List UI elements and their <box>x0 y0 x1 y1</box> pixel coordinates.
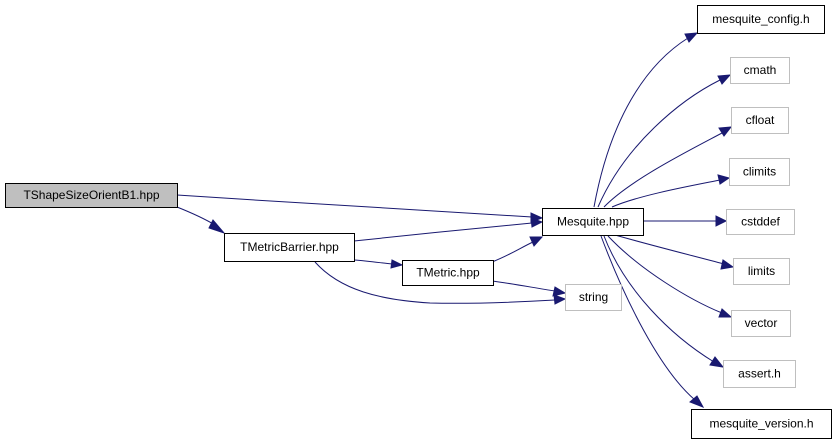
node-box-cfloat <box>731 107 789 134</box>
node-climits: climits <box>729 158 790 186</box>
node-cfloat: cfloat <box>731 107 789 134</box>
node-mesq[interactable]: Mesquite.hpp <box>542 208 644 236</box>
arrowhead-tm-string <box>552 286 567 297</box>
node-box-assert <box>723 360 796 388</box>
edge-tm-mesq <box>491 241 534 263</box>
node-label-string: string <box>579 290 608 304</box>
arrowhead-mesq-cmath <box>717 74 732 85</box>
node-cmath: cmath <box>730 57 790 84</box>
node-box-tshape <box>5 183 178 208</box>
node-label-tm: TMetric.hpp <box>416 266 480 280</box>
edge-mesq-cmath <box>597 79 721 208</box>
arrowhead-mesq-mconf <box>684 32 699 43</box>
node-box-cmath <box>730 57 790 84</box>
arrowhead-tshape-tmb <box>208 219 226 235</box>
edge-tshape-mesq <box>176 194 533 218</box>
edge-mesq-mconf <box>593 37 689 208</box>
node-box-tm <box>402 260 494 286</box>
node-label-limits: limits <box>748 264 775 278</box>
node-tshape[interactable]: TShapeSizeOrientB1.hpp <box>5 183 178 208</box>
node-box-tmb <box>224 233 355 262</box>
node-assert: assert.h <box>723 360 796 388</box>
node-box-mconf <box>697 5 825 34</box>
node-box-string <box>565 284 622 311</box>
node-box-cstddef <box>726 209 795 235</box>
node-box-limits <box>733 258 790 285</box>
arrowhead-tmb-string <box>553 294 567 305</box>
node-box-vector <box>731 310 791 337</box>
node-tmb[interactable]: TMetricBarrier.hpp <box>224 233 355 262</box>
arrowhead-tmb-mesq <box>530 217 544 228</box>
node-label-mver: mesquite_version.h <box>709 417 813 431</box>
arrowhead-mesq-climits <box>717 174 731 185</box>
node-label-assert: assert.h <box>738 367 781 381</box>
node-tm[interactable]: TMetric.hpp <box>402 260 494 286</box>
arrowhead-tmb-tm <box>390 259 404 269</box>
edge-mesq-climits <box>611 179 721 208</box>
node-label-cmath: cmath <box>744 63 777 77</box>
edge-mesq-limits <box>614 234 725 265</box>
arrowhead-mesq-mver <box>689 395 705 408</box>
node-limits: limits <box>733 258 790 285</box>
node-box-climits <box>729 158 790 186</box>
arrowhead-mesq-cstddef <box>715 215 728 227</box>
edge-mesq-mver <box>600 235 696 401</box>
edge-mesq-cfloat <box>603 132 723 208</box>
arrowhead-mesq-assert <box>709 356 725 368</box>
arrowhead-mesq-cfloat <box>718 126 733 137</box>
node-label-climits: climits <box>743 165 776 179</box>
node-box-mesq <box>542 208 644 236</box>
edge-mesq-vector <box>607 235 723 314</box>
edge-tmb-string <box>314 261 556 304</box>
node-label-tmb: TMetricBarrier.hpp <box>240 240 339 254</box>
node-mver[interactable]: mesquite_version.h <box>691 409 832 439</box>
edge-tshape-tmb <box>176 206 216 226</box>
node-string: string <box>565 284 622 311</box>
edges-layer <box>176 32 735 408</box>
node-mconf[interactable]: mesquite_config.h <box>697 5 825 34</box>
edge-tmb-mesq <box>353 222 533 242</box>
node-vector: vector <box>731 310 791 337</box>
node-cstddef: cstddef <box>726 209 795 235</box>
arrowhead-mesq-limits <box>720 259 735 270</box>
node-label-cstddef: cstddef <box>741 215 780 229</box>
nodes-layer: TShapeSizeOrientB1.hppTMetricBarrier.hpp… <box>5 5 832 439</box>
node-box-mver <box>691 409 832 439</box>
node-label-mconf: mesquite_config.h <box>712 12 809 26</box>
edge-tm-string <box>491 280 556 292</box>
node-label-cfloat: cfloat <box>746 113 775 127</box>
edge-mesq-assert <box>603 235 715 363</box>
node-label-vector: vector <box>745 316 778 330</box>
arrowhead-mesq-vector <box>718 308 733 318</box>
arrowhead-tm-mesq <box>529 236 544 247</box>
node-label-tshape: TShapeSizeOrientB1.hpp <box>23 188 159 202</box>
edge-tmb-tm <box>353 259 393 265</box>
node-label-mesq: Mesquite.hpp <box>557 215 629 229</box>
